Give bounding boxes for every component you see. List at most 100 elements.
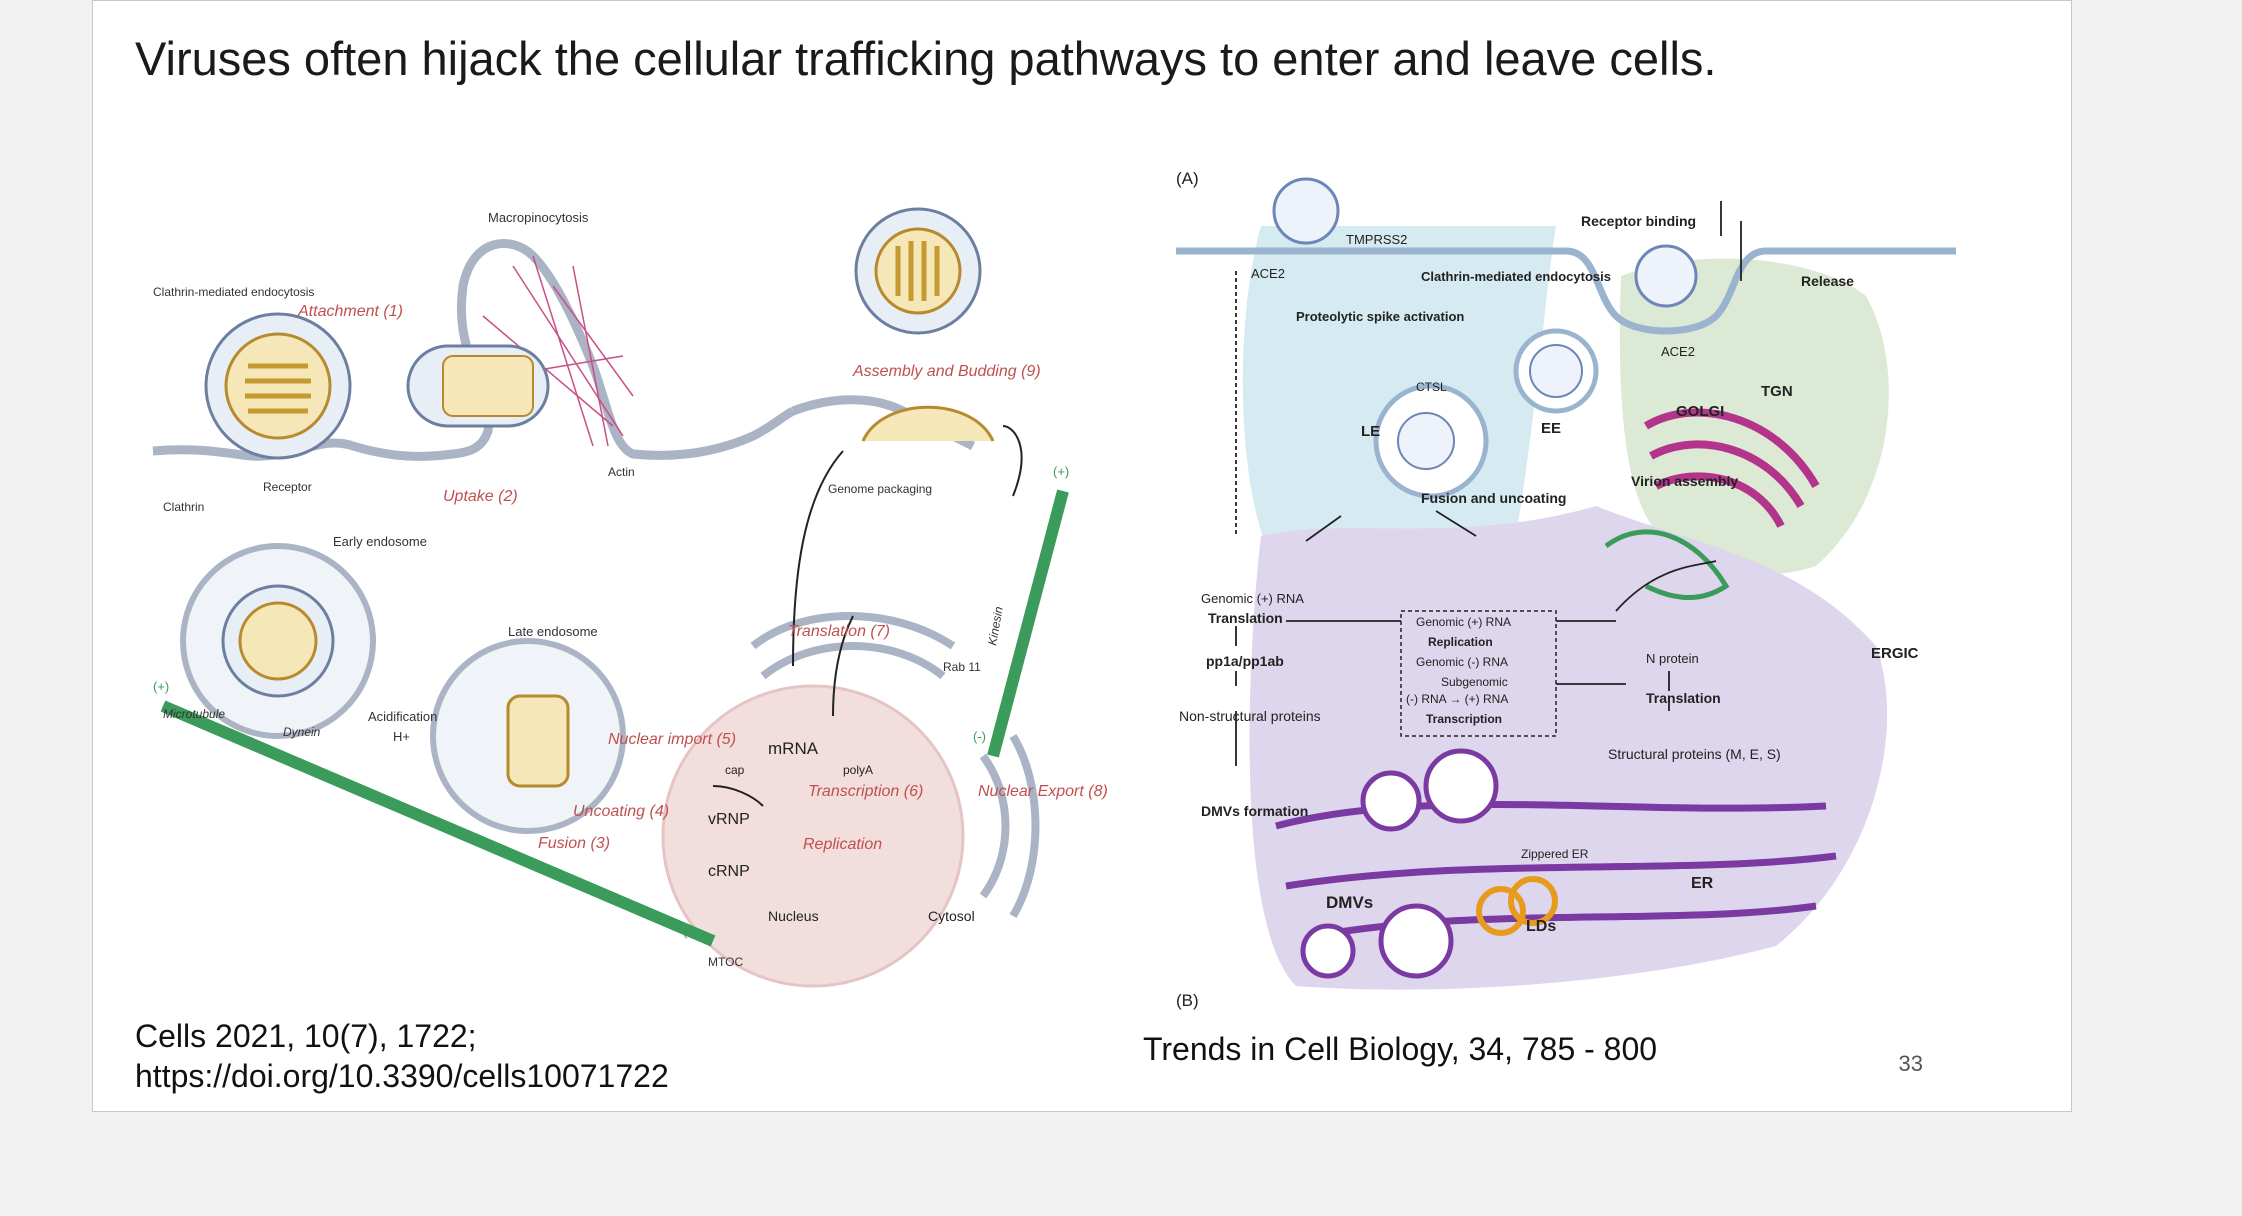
ergic xyxy=(1604,529,1730,601)
label-actin: Actin xyxy=(608,465,635,479)
label-dmvs-formation: DMVs formation xyxy=(1201,803,1308,819)
label-clathrin: Clathrin xyxy=(163,500,204,514)
label-dynein: Dynein xyxy=(283,725,321,739)
label-nuclear-export: Nuclear Export (8) xyxy=(978,783,1108,800)
label-fusion: Fusion (3) xyxy=(538,835,610,852)
label-plus-left: (+) xyxy=(153,679,169,694)
label-lds: LDs xyxy=(1526,918,1556,935)
label-cytosol: Cytosol xyxy=(928,908,975,924)
late-endosome xyxy=(430,638,626,834)
label-n-protein: N protein xyxy=(1646,651,1699,666)
label-golgi: GOLGI xyxy=(1676,403,1724,420)
label-kinesin: Kinesin xyxy=(985,605,1006,647)
microtubule-right xyxy=(987,489,1069,758)
label-receptor-binding: Receptor binding xyxy=(1581,213,1696,229)
virion-entry xyxy=(1272,177,1340,245)
virion-ee xyxy=(1513,328,1599,414)
label-translation: Translation (7) xyxy=(788,623,890,640)
label-dmvs: DMVs xyxy=(1326,893,1373,912)
label-clathrin-endocytosis: Clathrin-mediated endocytosis xyxy=(153,285,314,299)
label-le: LE xyxy=(1361,423,1380,440)
label-genomic-rna: Genomic (+) RNA xyxy=(1201,591,1304,606)
genome-packaging-site xyxy=(861,405,995,442)
label-box-transcription: Transcription xyxy=(1426,712,1502,726)
page-number: 33 xyxy=(1898,1051,1923,1076)
plasma-membrane xyxy=(1176,247,1956,335)
label-tgn: TGN xyxy=(1761,383,1793,400)
label-plus-right: (+) xyxy=(1053,464,1069,479)
label-box-genomic-minus: Genomic (-) RNA xyxy=(1416,655,1508,669)
lipid-droplets xyxy=(1476,876,1558,936)
label-attachment: Attachment (1) xyxy=(297,303,403,320)
label-structural-proteins: Structural proteins (M, E, S) xyxy=(1608,746,1781,762)
label-minus-bottom: (-) xyxy=(683,924,696,939)
label-mrna: mRNA xyxy=(768,739,819,758)
virion-receptor-binding xyxy=(1634,244,1698,308)
label-ee: EE xyxy=(1541,420,1561,437)
nucleus xyxy=(661,684,965,988)
label-ergic: ERGIC xyxy=(1871,645,1919,662)
label-replication: Replication xyxy=(803,836,882,853)
label-zippered-er: Zippered ER xyxy=(1521,847,1589,861)
label-h-plus: H+ xyxy=(393,729,410,744)
label-early-endosome: Early endosome xyxy=(333,534,427,549)
label-ace2-right: ACE2 xyxy=(1661,344,1695,359)
virion-le xyxy=(1373,383,1489,499)
label-translation-right: Translation xyxy=(1646,690,1721,706)
label-virion-assembly: Virion assembly xyxy=(1631,473,1738,489)
caption-left-doi[interactable]: https://doi.org/10.3390/cells10071722 xyxy=(135,1058,669,1094)
label-uptake: Uptake (2) xyxy=(443,488,518,505)
replication-box xyxy=(1400,610,1557,737)
virion-macropino xyxy=(406,344,550,428)
label-ctsl: CTSL xyxy=(1416,380,1447,394)
slide: Viruses often hijack the cellular traffi… xyxy=(92,0,2072,1112)
plasma-membrane xyxy=(152,239,796,461)
sars-cov2-lifecycle-diagram: (A) (B) ACE2 TMPRSS2 Proteolytic spike a… xyxy=(1176,169,1956,1010)
label-box-subgenomic: Subgenomic xyxy=(1441,675,1508,689)
slide-title: Viruses often hijack the cellular traffi… xyxy=(135,32,1717,85)
caption-right: Trends in Cell Biology, 34, 785 - 800 xyxy=(1143,1031,1658,1067)
golgi-cisternae xyxy=(1643,408,1820,528)
label-nucleus: Nucleus xyxy=(768,908,819,924)
label-panel-b: (B) xyxy=(1176,991,1199,1010)
label-uncoating: Uncoating (4) xyxy=(573,803,669,820)
virion-clathrin xyxy=(204,312,352,460)
golgi xyxy=(750,612,1040,919)
viral-lifecycle-diagram: Macropinocytosis Clathrin-mediated endoc… xyxy=(152,207,1108,988)
er-region xyxy=(1249,506,1888,990)
label-box-rna-conversion: (-) RNA → (+) RNA xyxy=(1406,692,1508,706)
label-crnp: cRNP xyxy=(708,863,750,880)
label-acidification: Acidification xyxy=(368,709,437,724)
label-minus-right: (-) xyxy=(973,729,986,744)
label-pp1a: pp1a/pp1ab xyxy=(1206,653,1284,669)
label-panel-a: (A) xyxy=(1176,169,1199,188)
microtubule-left xyxy=(160,700,716,947)
label-microtubule: Microtubule xyxy=(163,707,225,721)
label-transcription: Transcription (6) xyxy=(808,783,923,800)
label-rab11: Rab 11 xyxy=(943,660,981,674)
label-nuclear-import: Nuclear import (5) xyxy=(608,731,736,748)
early-endosome xyxy=(180,543,376,739)
caption-left-line1: Cells 2021, 10(7), 1722; xyxy=(135,1018,477,1054)
label-clathrin-endocytosis: Clathrin-mediated endocytosis xyxy=(1421,269,1611,284)
label-macropinocytosis: Macropinocytosis xyxy=(488,210,589,225)
label-translation-left: Translation xyxy=(1208,610,1283,626)
label-vrnp: vRNP xyxy=(708,811,750,828)
label-genome-packaging: Genome packaging xyxy=(828,482,932,496)
label-box-replication: Replication xyxy=(1428,635,1493,649)
label-polya: polyA xyxy=(843,763,873,777)
label-ace2-left: ACE2 xyxy=(1251,266,1285,281)
label-nonstructural: Non-structural proteins xyxy=(1179,708,1321,724)
golgi-region xyxy=(1619,258,1889,575)
label-cap: cap xyxy=(725,763,745,777)
label-receptor: Receptor xyxy=(263,480,312,494)
label-box-genomic-plus: Genomic (+) RNA xyxy=(1416,615,1511,629)
virion-budding xyxy=(854,207,982,335)
label-assembly-budding: Assembly and Budding (9) xyxy=(852,363,1041,380)
label-late-endosome: Late endosome xyxy=(508,624,598,639)
label-er: ER xyxy=(1691,875,1714,892)
label-proteolytic: Proteolytic spike activation xyxy=(1296,309,1464,324)
label-fusion-uncoating: Fusion and uncoating xyxy=(1421,490,1566,506)
label-release: Release xyxy=(1801,273,1854,289)
label-tmprss2: TMPRSS2 xyxy=(1346,232,1407,247)
